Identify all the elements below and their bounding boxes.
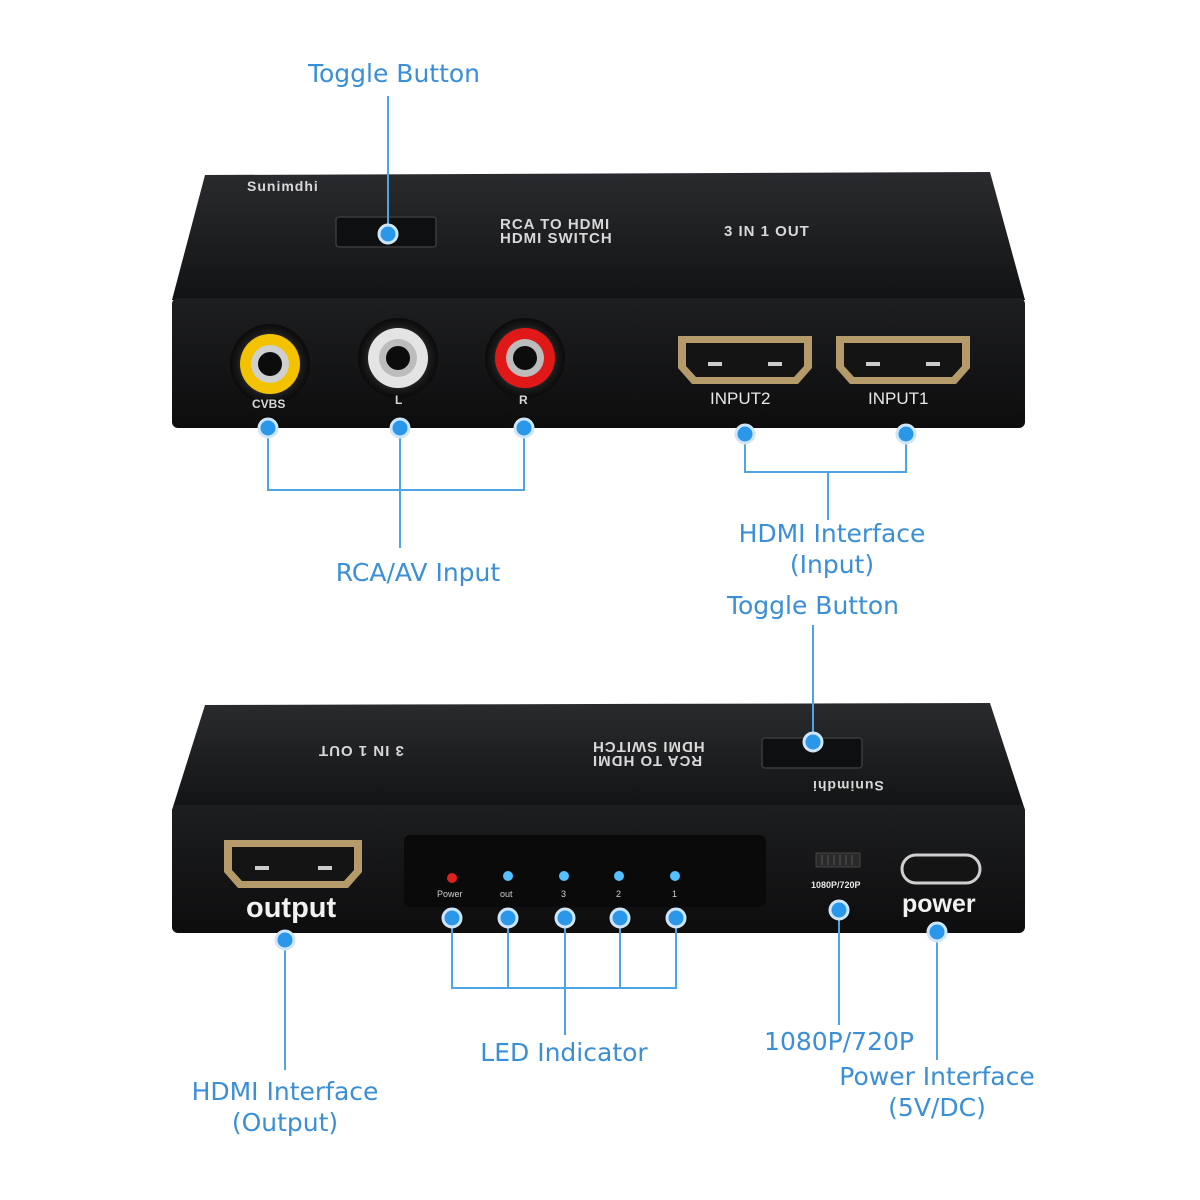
rca-cvbs-jack [230, 324, 310, 404]
hdmi-output-port [224, 840, 362, 888]
rca-right-jack [485, 318, 565, 398]
callout-hdmi-input-line2: (Input) [789, 550, 875, 579]
callout-hdmi-output-line2: (Output) [231, 1108, 339, 1137]
callout-power-interface: Power Interface (5V/DC) [839, 1061, 1034, 1123]
callout-hdmi-output-line1: HDMI Interface [191, 1077, 379, 1106]
led-power [447, 873, 457, 883]
power-label: power [902, 890, 976, 918]
bottom-device [172, 703, 1025, 933]
callout-resolution: 1080P/720P [764, 1027, 914, 1056]
led-1 [670, 871, 680, 881]
bottom-title-line2: HDMI SWITCH [592, 738, 705, 755]
resolution-switch[interactable] [815, 852, 861, 868]
callout-hdmi-output: HDMI Interface (Output) [192, 1076, 379, 1138]
port-label-right: R [519, 393, 528, 407]
res-switch-label: 1080P/720P [811, 880, 861, 890]
output-label: output [246, 892, 337, 924]
top-brand: Sunimdhi [247, 178, 319, 194]
callout-lines [267, 96, 938, 1070]
callout-power-interface-line2: (5V/DC) [888, 1093, 986, 1122]
top-device-top-face [172, 172, 1025, 300]
callout-dots [257, 223, 948, 951]
callout-power-interface-line1: Power Interface [839, 1062, 1035, 1091]
callout-bottom-toggle: Toggle Button [726, 591, 900, 620]
led-out [503, 871, 513, 881]
port-label-cvbs: CVBS [252, 397, 286, 411]
bottom-device-top-face [172, 703, 1025, 810]
top-title-line1: RCA TO HDMI [500, 216, 611, 233]
led-label-2: 2 [616, 889, 622, 899]
led-label-3: 3 [561, 889, 567, 899]
led-label-out: out [500, 889, 513, 899]
bottom-brand: Sunimdhi [812, 778, 884, 794]
callout-led-indicator: LED Indicator [480, 1038, 648, 1067]
callout-top-toggle: Toggle Button [307, 59, 481, 88]
top-device [172, 172, 1025, 428]
led-panel [404, 835, 766, 907]
led-label-power: Power [437, 889, 463, 899]
led-label-1: 1 [672, 889, 678, 899]
top-title-suffix: 3 IN 1 OUT [724, 223, 810, 240]
callout-rca-input: RCA/AV Input [335, 558, 501, 587]
top-title-line2: HDMI SWITCH [500, 230, 613, 247]
led-3 [559, 871, 569, 881]
rca-left-jack [358, 318, 438, 398]
port-label-left: L [395, 393, 403, 407]
callout-hdmi-input: HDMI Interface (Input) [739, 518, 926, 580]
callout-hdmi-input-line1: HDMI Interface [738, 519, 926, 548]
hdmi-input2-port [678, 336, 812, 384]
bottom-title-suffix: 3 IN 1 OUT [318, 742, 404, 759]
hdmi-input1-port [836, 336, 970, 384]
power-port [900, 853, 982, 885]
led-2 [614, 871, 624, 881]
port-label-input1: INPUT1 [868, 389, 929, 408]
port-label-input2: INPUT2 [710, 389, 771, 408]
